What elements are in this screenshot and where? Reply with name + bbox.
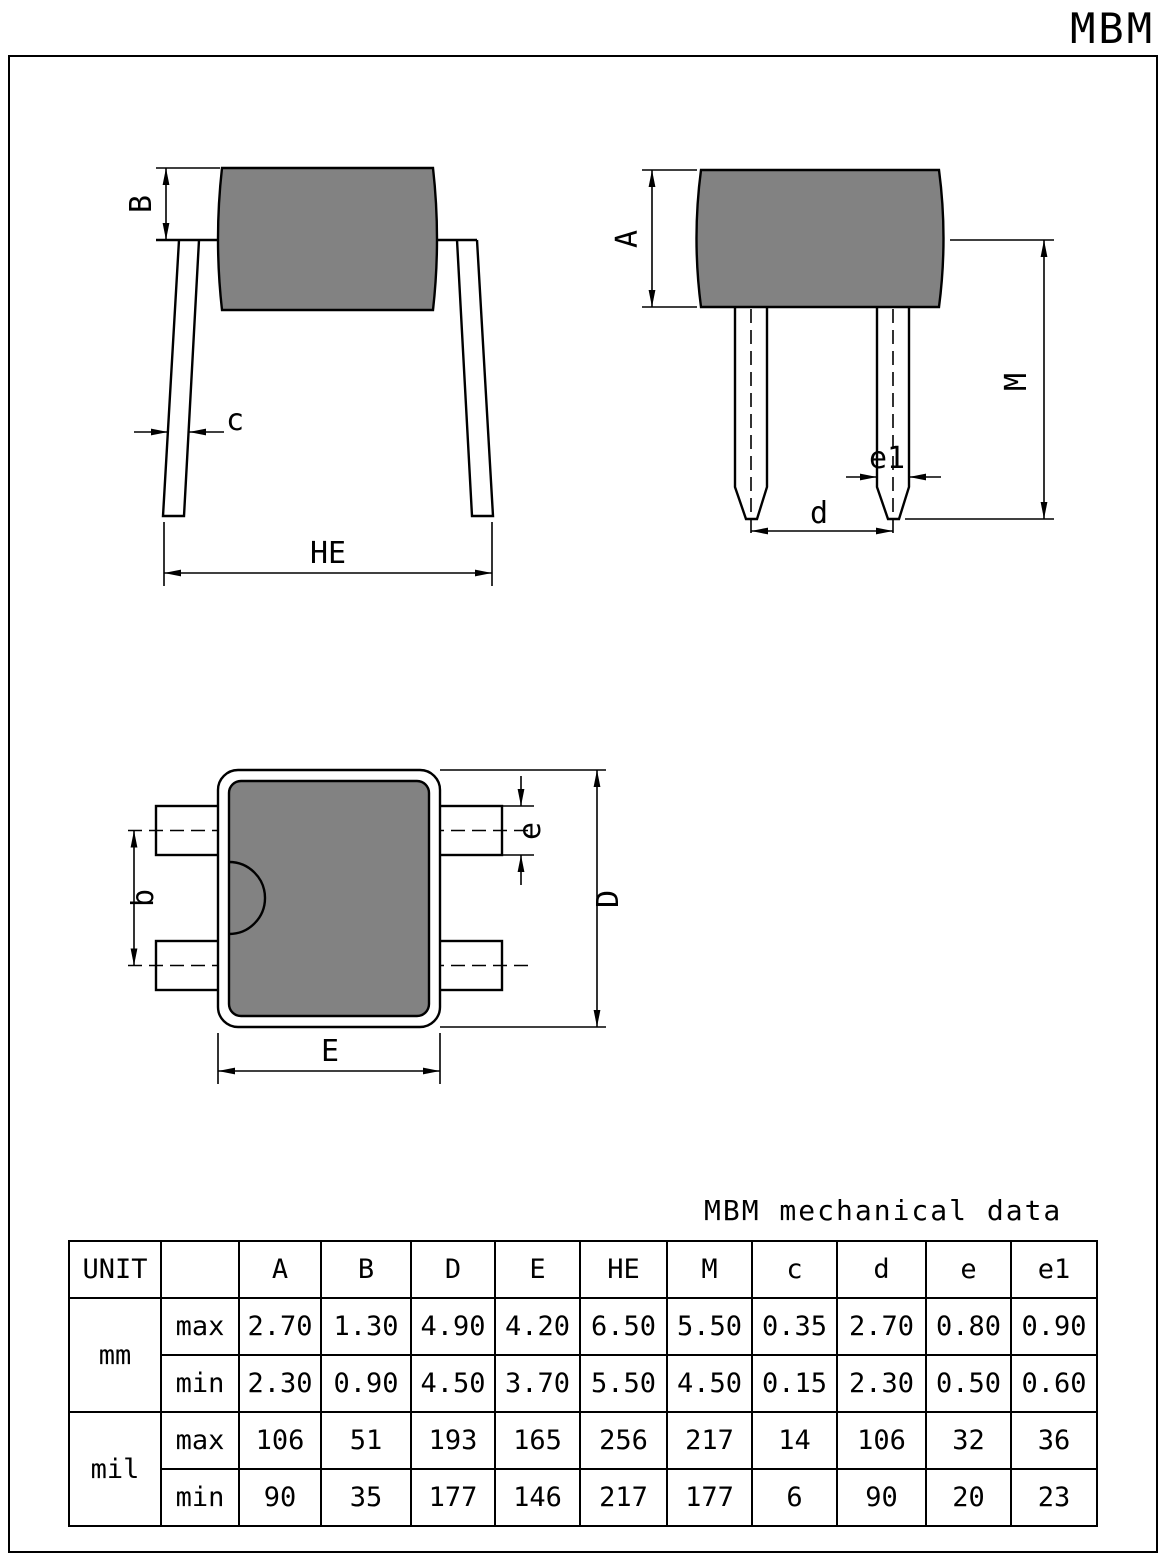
table-title: MBM mechanical data — [704, 1194, 1063, 1227]
dim-label-M: M — [999, 373, 1034, 391]
col-header-M: M — [666, 1240, 753, 1299]
table-cell: 90 — [238, 1468, 322, 1527]
front-dimension-lines — [134, 167, 493, 586]
col-header-d: d — [836, 1240, 927, 1299]
table-row-mil-min: min 90 35 177 146 217 177 6 90 20 23 — [69, 1468, 1098, 1527]
table-cell: 3.70 — [494, 1354, 581, 1413]
table-cell: 106 — [836, 1411, 927, 1470]
table-cell: 90 — [836, 1468, 927, 1527]
limit-cell: max — [160, 1297, 240, 1356]
dim-label-e: e — [513, 822, 548, 840]
table-cell: 0.90 — [1010, 1297, 1098, 1356]
table-cell: 2.70 — [238, 1297, 322, 1356]
unit-cell-mm: mm — [68, 1297, 162, 1413]
table-row-mil-max: mil max 106 51 193 165 256 217 14 106 32… — [68, 1411, 1098, 1527]
col-header-B: B — [320, 1240, 412, 1299]
limit-cell: max — [160, 1411, 240, 1470]
top-body-inner — [227, 779, 431, 1018]
col-header-A: A — [238, 1240, 322, 1299]
dim-label-HE: HE — [310, 536, 346, 571]
table-cell: 35 — [320, 1468, 412, 1527]
table-cell: 2.70 — [836, 1297, 927, 1356]
side-view-outline — [695, 168, 945, 521]
col-header-e: e — [925, 1240, 1012, 1299]
table-cell: 32 — [925, 1411, 1012, 1470]
limit-cell: min — [160, 1354, 240, 1413]
front-right-lead — [455, 239, 495, 518]
top-lead-centerlines — [128, 829, 528, 967]
top-dimension-lines — [130, 769, 606, 1084]
table-cell: 1.30 — [320, 1297, 412, 1356]
limit-cell: min — [160, 1468, 240, 1527]
col-header-HE: HE — [579, 1240, 668, 1299]
table-cell: 2.30 — [836, 1354, 927, 1413]
table-cell: 0.60 — [1010, 1354, 1098, 1413]
side-right-lead — [875, 240, 911, 521]
table-cell: 0.90 — [320, 1354, 412, 1413]
col-header-E: E — [494, 1240, 581, 1299]
front-body — [216, 166, 439, 312]
table-cell: 5.50 — [579, 1354, 668, 1413]
table-cell: 256 — [579, 1411, 668, 1470]
table-cell: 36 — [1010, 1411, 1098, 1470]
dim-label-b: b — [126, 889, 161, 907]
limit-header-cell — [160, 1240, 240, 1299]
table-cell: 5.50 — [666, 1297, 753, 1356]
unit-header-cell: UNIT — [68, 1240, 162, 1299]
top-view — [128, 768, 606, 1084]
table-row-mm-max: mm max 2.70 1.30 4.90 4.20 6.50 5.50 0.3… — [68, 1297, 1098, 1413]
side-body — [695, 168, 945, 309]
table-cell: 2.30 — [238, 1354, 322, 1413]
table-cell: 6 — [751, 1468, 838, 1527]
front-view — [134, 166, 495, 586]
table-cell: 177 — [666, 1468, 753, 1527]
table-cell: 0.35 — [751, 1297, 838, 1356]
side-dimension-lines — [642, 169, 1054, 535]
table-row-mm-min: min 2.30 0.90 4.50 3.70 5.50 4.50 0.15 2… — [69, 1354, 1098, 1413]
drawing-sheet-border — [8, 55, 1158, 1553]
table-cell: 217 — [579, 1468, 668, 1527]
table-cell: 193 — [410, 1411, 496, 1470]
page-title: MBM — [1070, 4, 1155, 53]
col-header-e1: e1 — [1010, 1240, 1098, 1299]
dim-label-A: A — [610, 230, 645, 248]
table-cell: 4.50 — [666, 1354, 753, 1413]
front-left-lead — [161, 239, 201, 518]
dim-label-D: D — [591, 890, 626, 908]
table-cell: 23 — [1010, 1468, 1098, 1527]
table-cell: 217 — [666, 1411, 753, 1470]
table-cell: 4.50 — [410, 1354, 496, 1413]
package-mechanical-drawing: B c HE A M d e1 b e D E — [124, 166, 1054, 1084]
dim-label-e1: e1 — [869, 441, 905, 476]
col-header-c: c — [751, 1240, 838, 1299]
table-cell: 51 — [320, 1411, 412, 1470]
side-left-lead — [733, 240, 769, 521]
dim-label-E: E — [321, 1034, 339, 1069]
table-cell: 20 — [925, 1468, 1012, 1527]
table-header-row: UNIT A B D E HE M c d e e1 — [68, 1240, 1098, 1299]
front-view-outline — [156, 166, 495, 518]
table-cell: 0.15 — [751, 1354, 838, 1413]
table-cell: 14 — [751, 1411, 838, 1470]
table-cell: 0.80 — [925, 1297, 1012, 1356]
dimension-labels: B c HE A M d e1 b e D E — [124, 195, 1034, 1069]
table-cell: 165 — [494, 1411, 581, 1470]
dim-label-B: B — [124, 195, 159, 213]
polarity-notch — [228, 860, 267, 936]
side-view — [642, 168, 1054, 538]
mechanical-data-table: UNIT A B D E HE M c d e e1 mm max 2.70 1… — [68, 1240, 1098, 1527]
table-cell: 0.50 — [925, 1354, 1012, 1413]
table-cell: 6.50 — [579, 1297, 668, 1356]
table-cell: 4.20 — [494, 1297, 581, 1356]
table-cell: 146 — [494, 1468, 581, 1527]
table-cell: 106 — [238, 1411, 322, 1470]
col-header-D: D — [410, 1240, 496, 1299]
unit-cell-mil: mil — [68, 1411, 162, 1527]
dim-label-d: d — [810, 496, 828, 531]
table-cell: 177 — [410, 1468, 496, 1527]
dim-label-c: c — [226, 403, 244, 438]
table-cell: 4.90 — [410, 1297, 496, 1356]
